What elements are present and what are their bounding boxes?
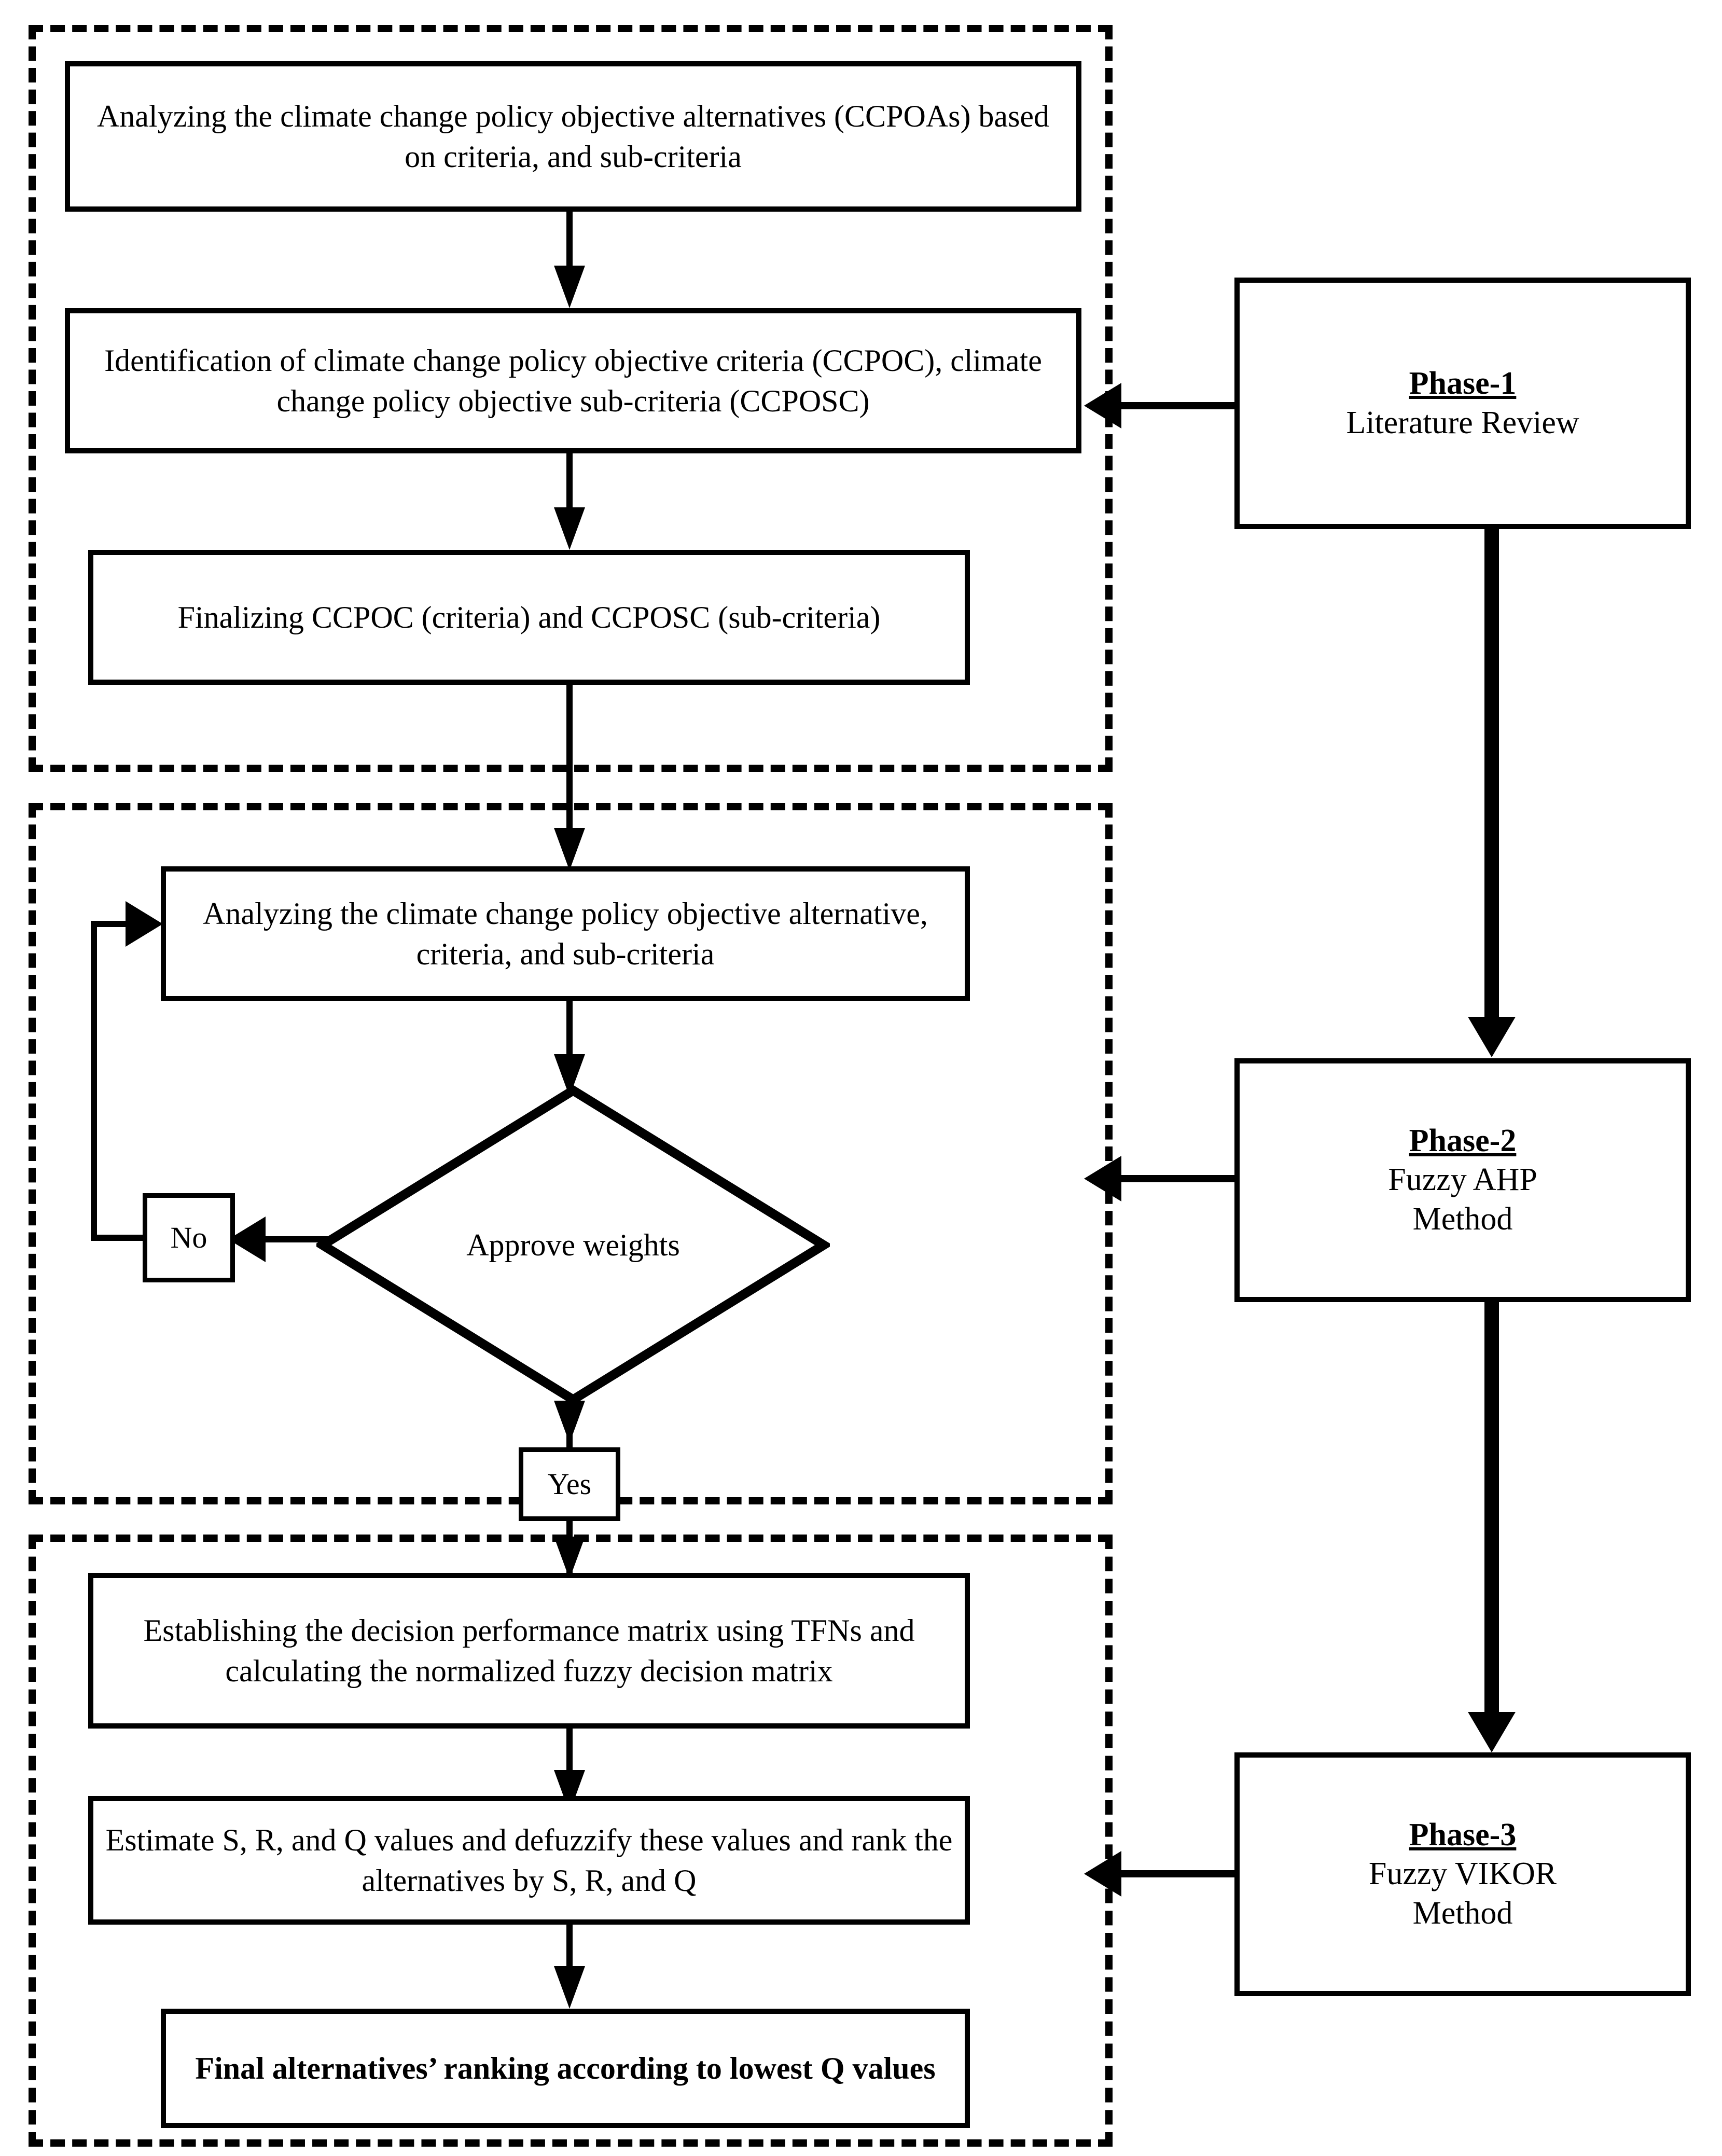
phase-box-1[interactable]: Phase-1 Literature Review <box>1234 278 1691 529</box>
process-box-finalizing-ccpoc[interactable]: Finalizing CCPOC (criteria) and CCPOSC (… <box>88 550 970 685</box>
decision-approve-weights[interactable]: Approve weights <box>316 1084 830 1406</box>
arrowhead-phase1-to-region <box>1084 383 1121 429</box>
arrowhead-box6-box7 <box>554 1966 585 2009</box>
feedback-segment-left <box>91 921 97 1241</box>
connector-box3-box4 <box>566 685 573 840</box>
connector-box6-box7 <box>566 1925 573 1975</box>
phase-subtitle: Literature Review <box>1346 405 1579 440</box>
process-box-final-ranking[interactable]: Final alternatives’ ranking according to… <box>161 2009 970 2128</box>
arrowhead-yes-box5 <box>554 1537 585 1579</box>
connector-phase1-phase2 <box>1484 529 1499 1019</box>
arrowhead-box3-box4 <box>554 828 585 870</box>
process-box-text: Estimate S, R, and Q values and defuzzif… <box>105 1823 953 1898</box>
connector-phase3-to-region <box>1120 1870 1238 1877</box>
phase-1-region <box>29 25 1113 772</box>
process-box-text: Identification of climate change policy … <box>104 343 1042 418</box>
connector-phase2-phase3 <box>1484 1302 1499 1715</box>
feedback-segment-bottom <box>91 1235 145 1241</box>
connector-box4-decision <box>566 1001 573 1063</box>
phase-subtitle-line2: Method <box>1412 1201 1513 1237</box>
process-box-analyzing-alternative[interactable]: Analyzing the climate change policy obje… <box>161 866 970 1001</box>
connector-box2-box3 <box>566 453 573 516</box>
branch-label-no[interactable]: No <box>143 1193 235 1282</box>
phase-subtitle-line2: Method <box>1412 1895 1513 1931</box>
branch-label-yes[interactable]: Yes <box>519 1447 620 1521</box>
connector-box5-box6 <box>566 1729 573 1779</box>
arrowhead-phase2-to-region <box>1084 1156 1121 1201</box>
arrowhead-decision-yes <box>554 1401 585 1443</box>
branch-no-text: No <box>170 1221 207 1254</box>
process-box-text: Analyzing the climate change policy obje… <box>203 896 928 971</box>
phase-title: Phase-3 <box>1409 1817 1517 1853</box>
arrowhead-box2-box3 <box>554 507 585 550</box>
phase-subtitle-line1: Fuzzy AHP <box>1388 1162 1537 1198</box>
phase-title: Phase-1 <box>1409 365 1517 401</box>
arrowhead-phase3-to-region <box>1084 1851 1121 1897</box>
process-box-text: Final alternatives’ ranking according to… <box>195 2051 936 2085</box>
branch-yes-text: Yes <box>547 1467 592 1501</box>
arrowhead-phase1-phase2 <box>1468 1017 1516 1057</box>
process-box-decision-matrix[interactable]: Establishing the decision performance ma… <box>88 1573 970 1729</box>
arrowhead-phase2-phase3 <box>1468 1712 1516 1752</box>
process-box-identification-ccpoc[interactable]: Identification of climate change policy … <box>65 308 1081 453</box>
process-box-text: Establishing the decision performance ma… <box>143 1613 915 1688</box>
connector-box1-box2 <box>566 212 573 273</box>
process-box-analyzing-ccpoas[interactable]: Analyzing the climate change policy obje… <box>65 61 1081 212</box>
phase-box-3[interactable]: Phase-3 Fuzzy VIKOR Method <box>1234 1752 1691 1996</box>
process-box-estimate-srq[interactable]: Estimate S, R, and Q values and defuzzif… <box>88 1796 970 1925</box>
connector-phase2-to-region <box>1120 1175 1238 1182</box>
process-box-text: Analyzing the climate change policy obje… <box>96 99 1050 174</box>
connector-phase1-to-region <box>1120 402 1238 409</box>
phase-subtitle-line1: Fuzzy VIKOR <box>1368 1856 1557 1892</box>
arrowhead-box1-box2 <box>554 266 585 308</box>
phase-title: Phase-2 <box>1409 1123 1517 1158</box>
arrowhead-feedback-into-box4 <box>126 901 163 947</box>
phase-box-2[interactable]: Phase-2 Fuzzy AHP Method <box>1234 1058 1691 1302</box>
process-box-text: Finalizing CCPOC (criteria) and CCPOSC (… <box>177 600 881 634</box>
